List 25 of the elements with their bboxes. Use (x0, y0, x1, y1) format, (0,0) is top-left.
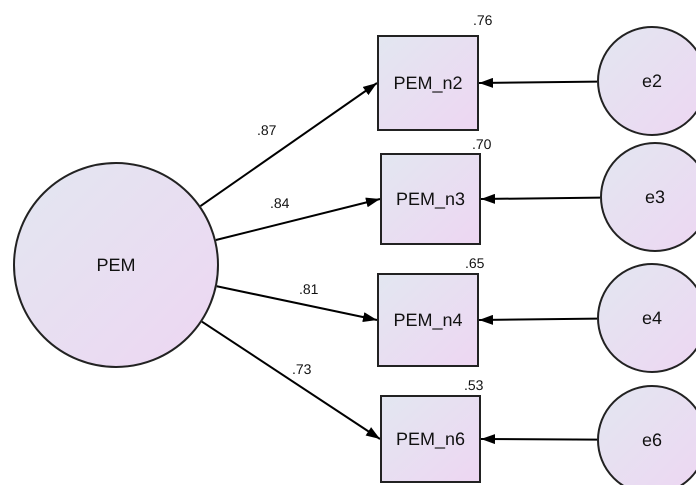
arrow (480, 194, 600, 204)
arrow (478, 78, 598, 88)
r-squared-value: .53 (464, 376, 484, 395)
arrow (200, 82, 378, 207)
arrow (216, 285, 378, 322)
observed-box (380, 395, 481, 483)
node-label: e4 (642, 306, 662, 330)
arrow (481, 434, 597, 444)
node-label: e6 (642, 428, 662, 452)
observed-box (377, 35, 479, 131)
node-label: e3 (644, 186, 666, 208)
r-squared-value: .65 (465, 254, 484, 273)
arrow (201, 320, 381, 440)
observed-box (380, 153, 481, 245)
node-label: PEM_n2 (393, 72, 463, 94)
arrow (216, 198, 380, 241)
arrow (478, 314, 598, 325)
node-label: PEM_n3 (396, 188, 466, 210)
node-label: PEM_n4 (393, 308, 463, 332)
r-squared-value: .76 (473, 11, 492, 30)
observed-box (377, 273, 479, 367)
node-label: e2 (642, 70, 662, 92)
node-label: PEM_n6 (396, 428, 466, 450)
node-label: PEM (96, 254, 136, 276)
r-squared-value: .70 (472, 135, 492, 154)
